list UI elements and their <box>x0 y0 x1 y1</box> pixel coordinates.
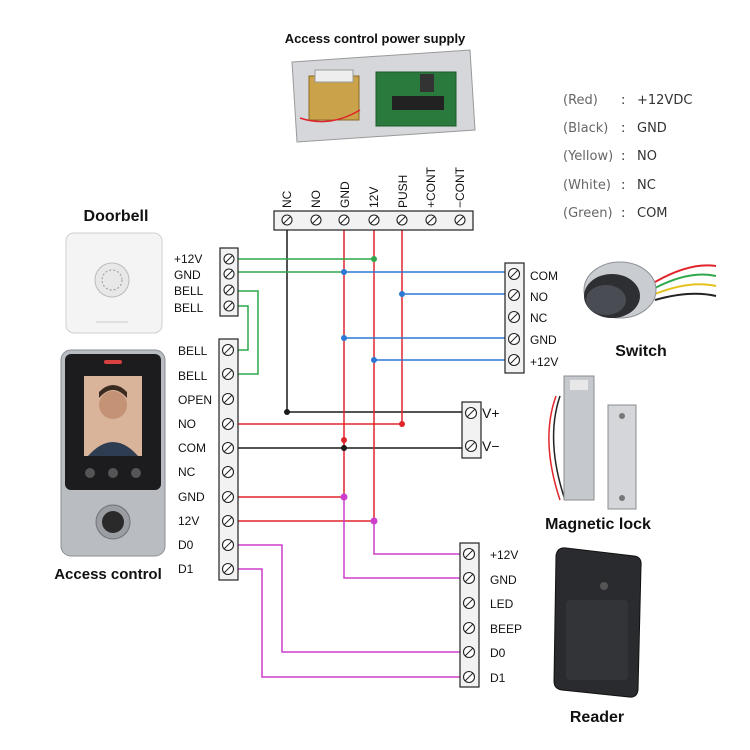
switch-title: Switch <box>615 343 667 360</box>
ac-label-d1: D1 <box>178 562 194 576</box>
ps-label-push: PUSH <box>396 175 410 208</box>
legend-color-black: (Black) <box>563 121 608 136</box>
ac-label-gnd: GND <box>178 490 205 504</box>
legend-value-white: NC <box>637 178 656 193</box>
wire-magenta-d0 <box>232 544 467 653</box>
wire-red-12v-ac <box>232 225 375 522</box>
junctions <box>284 256 405 525</box>
reader-label-gnd: GND <box>490 573 517 587</box>
switch-label-nc: NC <box>530 311 548 325</box>
ac-label-nc: NC <box>178 465 196 479</box>
ps-label-plus-cont: +CONT <box>424 166 438 208</box>
doorbell-image <box>65 232 163 334</box>
wire-green-bell1 <box>232 290 259 375</box>
doorbell-label-bell2: BELL <box>174 301 204 315</box>
wire-magenta-gnd <box>343 497 467 579</box>
reader-terminal-block <box>459 542 480 688</box>
doorbell-title: Doorbell <box>84 208 149 225</box>
ps-label-no: NO <box>309 190 323 208</box>
legend-value-yellow: NO <box>637 149 657 164</box>
switch-terminal-block <box>504 262 525 374</box>
wire-magenta-12v <box>373 521 467 555</box>
switch-label-no: NO <box>530 290 548 304</box>
legend-color-red: (Red) <box>563 93 598 108</box>
legend-value-red: +12VDC <box>637 93 692 108</box>
wire-black-nc-vplus <box>286 225 466 413</box>
ac-label-open: OPEN <box>178 393 212 407</box>
switch-label-gnd: GND <box>530 333 557 347</box>
doorbell-label-12v: +12V <box>174 252 202 266</box>
power-supply-image <box>291 49 476 143</box>
legend-color-green: (Green) <box>563 206 613 221</box>
switch-label-com: COM <box>530 269 558 283</box>
access-control-terminal-block <box>218 338 239 581</box>
ac-label-no: NO <box>178 417 196 431</box>
lock-label-vplus: V+ <box>482 405 500 421</box>
reader-image <box>553 547 642 698</box>
ac-label-bell1: BELL <box>178 344 208 358</box>
reader-label-d0: D0 <box>490 646 506 660</box>
ac-label-d0: D0 <box>178 538 194 552</box>
ac-label-bell2: BELL <box>178 369 208 383</box>
reader-title: Reader <box>570 709 624 726</box>
legend-color-yellow: (Yellow) <box>563 149 613 164</box>
legend-sep-black: : <box>621 121 625 136</box>
legend-color-white: (White) <box>563 178 611 193</box>
ac-label-12v: 12V <box>178 514 199 528</box>
doorbell-label-bell1: BELL <box>174 284 204 298</box>
magnetic-lock-title: Magnetic lock <box>545 516 651 533</box>
legend-sep-red: : <box>621 93 625 108</box>
access-control-image <box>60 349 166 557</box>
reader-label-12v: +12V <box>490 548 518 562</box>
wire-green-bell2 <box>232 305 249 351</box>
wire-magenta-d1 <box>232 568 467 678</box>
ps-label-nc: NC <box>280 190 294 208</box>
ps-label-12v: 12V <box>367 187 381 208</box>
legend-sep-yellow: : <box>621 149 625 164</box>
lock-label-vminus: V− <box>482 438 500 454</box>
ps-label-gnd: GND <box>338 181 352 208</box>
legend-sep-white: : <box>621 178 625 193</box>
switch-label-12v: +12V <box>530 355 558 369</box>
magnetic-lock-image <box>548 375 637 510</box>
legend-value-black: GND <box>637 121 667 136</box>
wire-color-legend: (Red) : +12VDC (Black) : GND (Yellow) : … <box>563 93 692 221</box>
power-supply-terminal-block <box>273 210 474 231</box>
doorbell-label-gnd: GND <box>174 268 201 282</box>
switch-image <box>583 261 717 319</box>
reader-label-beep: BEEP <box>490 622 522 636</box>
ps-label-minus-cont: −CONT <box>453 166 467 208</box>
lock-terminal-block <box>461 401 482 459</box>
reader-label-led: LED <box>490 597 514 611</box>
ac-label-com: COM <box>178 441 206 455</box>
doorbell-terminal-block <box>219 247 239 317</box>
access-control-title: Access control <box>54 566 162 583</box>
reader-label-d1: D1 <box>490 671 506 685</box>
legend-value-green: COM <box>637 206 668 221</box>
power-supply-terminal-labels: NC NO GND 12V PUSH +CONT −CONT <box>280 166 467 208</box>
power-supply-title: Access control power supply <box>285 31 466 46</box>
legend-sep-green: : <box>621 206 625 221</box>
